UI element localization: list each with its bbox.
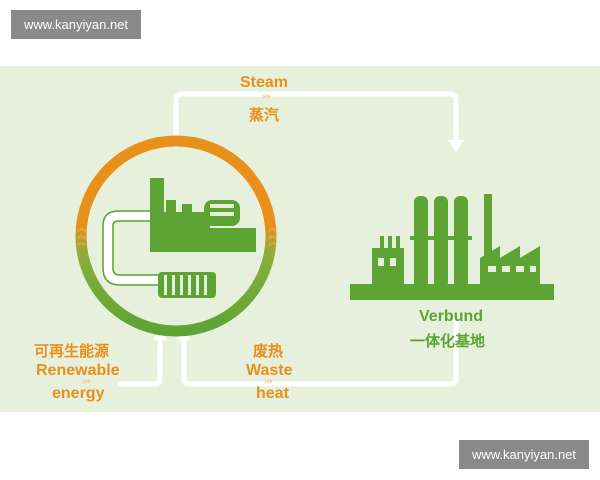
waste-chevron-icon: ››› — [264, 377, 273, 387]
waste-heat-label-en1: Waste — [246, 362, 293, 379]
power-plant-icon — [150, 178, 256, 298]
watermark-top: www.kanyiyan.net — [11, 10, 141, 39]
steam-arrowhead — [448, 140, 464, 152]
waste-heat-arrow — [181, 318, 459, 387]
diagram-panel — [0, 66, 600, 412]
cycle-ring-icon — [75, 135, 277, 337]
pipe-icon — [104, 212, 158, 284]
pipe-outline — [102, 210, 158, 286]
verbund-label-en: Verbund — [419, 308, 484, 325]
verbund-label-zh: 一体化基地 — [410, 332, 486, 350]
watermark-bottom: www.kanyiyan.net — [459, 440, 589, 469]
renewable-chevron-icon: ››› — [82, 377, 91, 387]
steam-label-zh: 蒸汽 — [249, 106, 280, 124]
steam-chevron-icon: ››› — [262, 92, 271, 102]
chevron-left-icon: ︽︽︽ — [77, 224, 86, 248]
factory-icon — [350, 194, 554, 300]
waste-heat-label-en2: heat — [256, 385, 289, 402]
renewable-label-zh: 可再生能源 — [34, 342, 110, 360]
renewable-label-en2: energy — [52, 385, 105, 402]
renewable-arrow — [118, 338, 163, 387]
chevron-right-icon: ︽︽︽ — [268, 224, 277, 248]
steam-arrow — [173, 91, 459, 148]
steam-label-en: Steam — [240, 74, 289, 91]
renewable-label-en1: Renewable — [36, 362, 120, 379]
waste-heat-label-zh: 废热 — [253, 342, 284, 360]
